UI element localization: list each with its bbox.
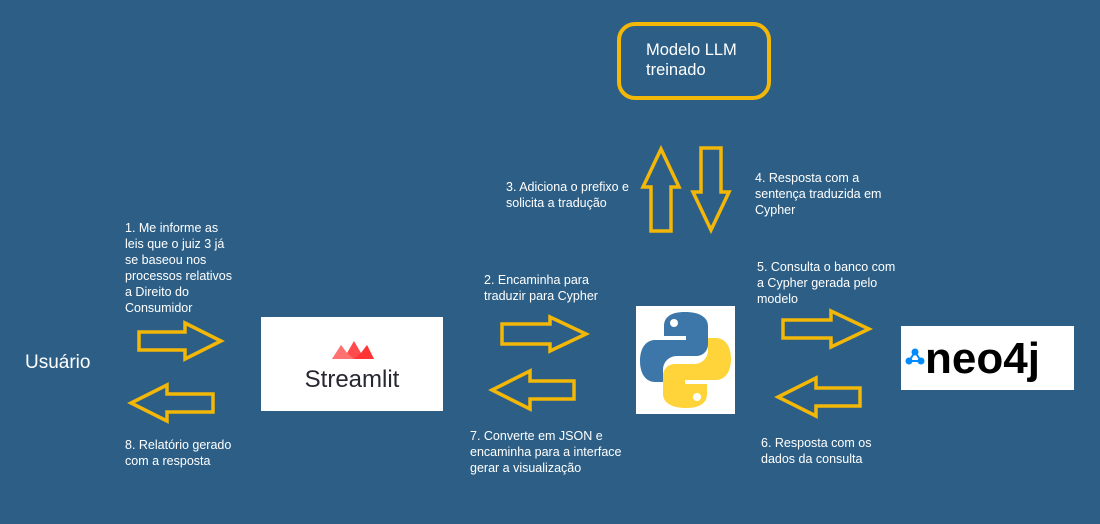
- llm-model-box: Modelo LLM treinado: [617, 22, 771, 100]
- arrow-python-to-llm: [640, 144, 682, 233]
- neo4j-logo: neo4j: [901, 326, 1074, 390]
- step-2-label: 2. Encaminha para traduzir para Cypher: [484, 273, 598, 303]
- neo4j-logo-icon: neo4j: [905, 334, 1040, 383]
- arrow-streamlit-to-python: [500, 314, 591, 354]
- arrow-neo4j-to-python: [774, 375, 862, 419]
- python-logo: [636, 306, 735, 414]
- llm-model-label: Modelo LLM treinado: [646, 41, 737, 79]
- neo4j-wordmark: neo4j: [925, 334, 1040, 383]
- step-1-label: 1. Me informe as leis que o juiz 3 já se…: [125, 221, 232, 315]
- step-8-label: 8. Relatório gerado com a resposta: [125, 438, 232, 468]
- step-6-label: 6. Resposta com os dados da consulta: [761, 436, 872, 466]
- streamlit-logo: Streamlit: [261, 317, 443, 411]
- arrow-python-to-neo4j: [781, 308, 874, 350]
- streamlit-crown-icon: Streamlit: [305, 341, 400, 393]
- arrow-user-to-streamlit: [137, 320, 225, 362]
- step-3-label: 3. Adiciona o prefixo e solicita a tradu…: [506, 180, 629, 210]
- arrow-python-to-streamlit: [488, 368, 576, 412]
- step-7-label: 7. Converte em JSON e encaminha para a i…: [470, 429, 622, 475]
- arrow-llm-to-python: [690, 146, 732, 235]
- streamlit-wordmark: Streamlit: [305, 366, 400, 393]
- step-5-label: 5. Consulta o banco com a Cypher gerada …: [757, 260, 896, 306]
- arrow-streamlit-to-user: [127, 382, 215, 424]
- python-logo-icon: [640, 312, 731, 408]
- user-label: Usuário: [25, 352, 91, 373]
- step-4-label: 4. Resposta com a sentença traduzida em …: [755, 171, 882, 217]
